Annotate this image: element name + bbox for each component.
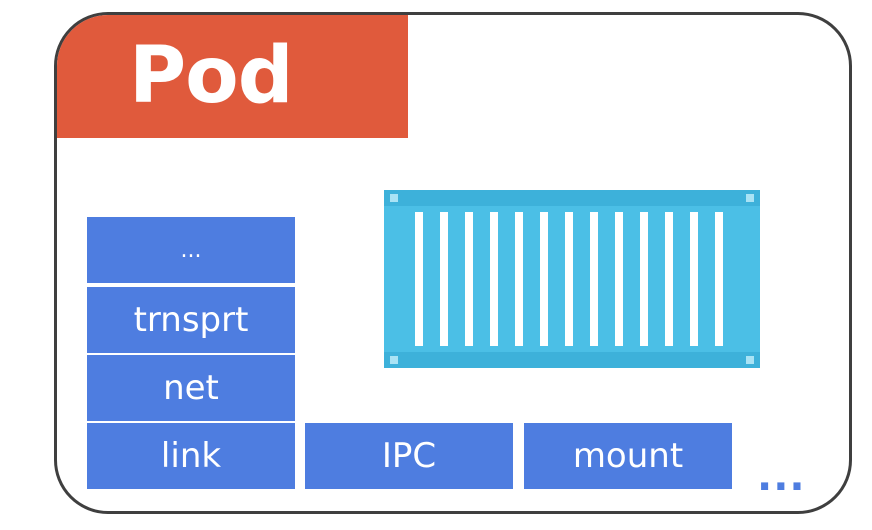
container-stripe: [665, 212, 673, 346]
container-stripe: [490, 212, 498, 346]
namespace-stack-more: ...: [87, 217, 295, 283]
container-stripe: [565, 212, 573, 346]
container-stripe: [590, 212, 598, 346]
container-stripe: [690, 212, 698, 346]
container-corner-bl: [390, 356, 398, 364]
container-stripes: [415, 212, 723, 346]
namespace-ipc: IPC: [305, 423, 513, 489]
container-corner-tr: [746, 194, 754, 202]
namespace-link: link: [87, 423, 295, 489]
shipping-container-icon: [384, 190, 760, 368]
container-stripe: [465, 212, 473, 346]
container-corner-tl: [390, 194, 398, 202]
namespace-mount: mount: [524, 423, 732, 489]
namespace-net: net: [87, 355, 295, 421]
container-icon-wrap: [384, 190, 760, 368]
container-stripe: [440, 212, 448, 346]
container-stripe: [515, 212, 523, 346]
container-stripe: [640, 212, 648, 346]
container-stripe: [615, 212, 623, 346]
container-stripe: [415, 212, 423, 346]
container-stripe: [715, 212, 723, 346]
pod-title: Pod: [57, 15, 408, 138]
more-namespaces-ellipsis: ...: [757, 454, 806, 500]
container-corner-br: [746, 356, 754, 364]
container-stripe: [540, 212, 548, 346]
namespace-trnsprt: trnsprt: [87, 287, 295, 353]
container-top-rail: [384, 190, 760, 206]
container-bottom-rail: [384, 352, 760, 368]
